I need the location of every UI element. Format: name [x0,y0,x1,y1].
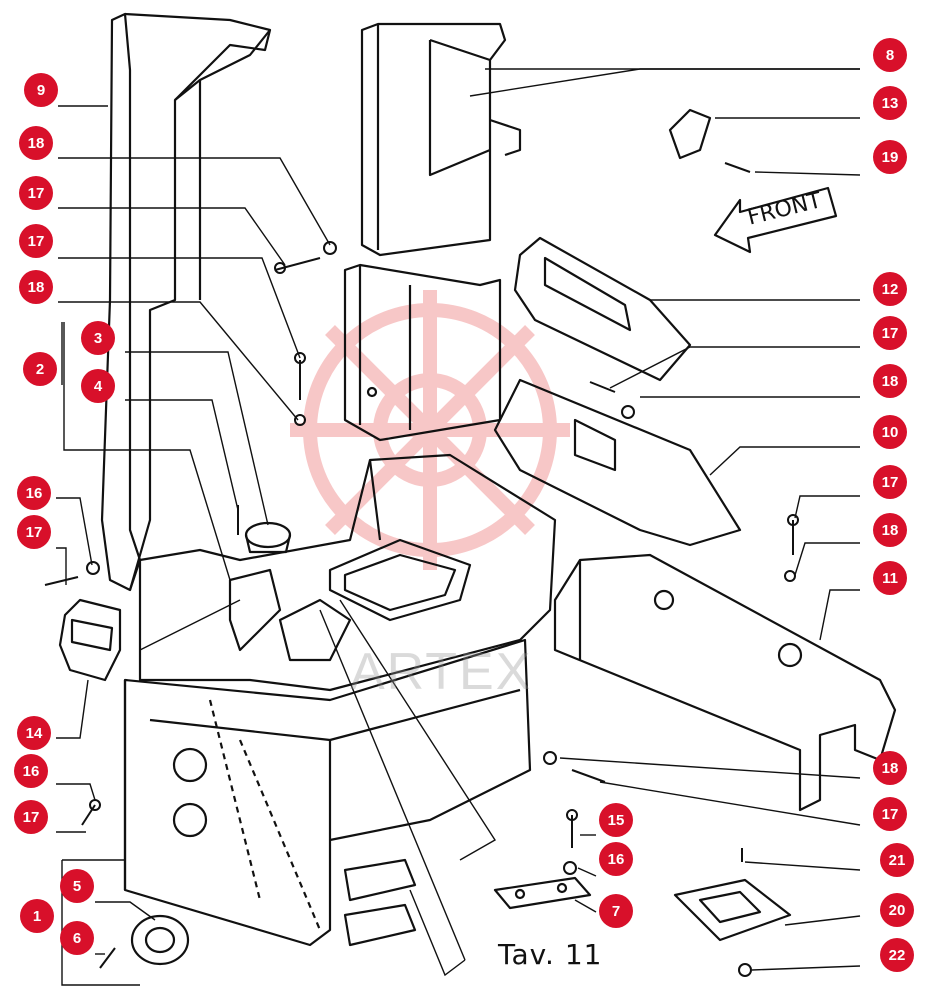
callout-11: 11 [873,561,907,595]
callout-16: 16 [17,476,51,510]
front-arrow [713,186,838,254]
callout-18: 18 [873,513,907,547]
callout-10: 10 [873,415,907,449]
part-20-plate [673,878,792,942]
part-1-tank [123,638,532,947]
callout-9: 9 [24,73,58,107]
watermark-text: ARTEX [350,643,533,701]
screws [44,162,799,977]
part-13-hook [668,108,712,160]
callout-17: 17 [14,800,48,834]
callout-5: 5 [60,869,94,903]
callout-18: 18 [873,364,907,398]
callout-8: 8 [873,38,907,72]
callout-7: 7 [599,894,633,928]
callout-17: 17 [19,176,53,210]
part-12-handle-top [513,236,692,382]
callout-17: 17 [19,224,53,258]
part-5-knob [130,914,190,966]
watermark-gear [290,290,570,570]
callout-16: 16 [599,842,633,876]
part-14-socket [58,598,122,682]
callout-13: 13 [873,86,907,120]
callout-22: 22 [880,938,914,972]
callout-18: 18 [873,751,907,785]
callout-3: 3 [81,321,115,355]
plate-caption: Tav. 11 [498,938,603,971]
part-2-main-body [138,453,557,692]
callout-17: 17 [873,316,907,350]
part-9-left-column [100,12,272,592]
callout-19: 19 [873,140,907,174]
part-8-upper-column [360,22,522,257]
callout-18: 18 [19,126,53,160]
callout-1: 1 [20,899,54,933]
callout-20: 20 [880,893,914,927]
part-10-handle-base [493,378,742,547]
callout-17: 17 [873,465,907,499]
part-7-plate [493,876,592,910]
leader-lines [56,68,861,986]
callout-18: 18 [19,270,53,304]
callout-14: 14 [17,716,51,750]
part-11-right-cover [553,553,897,812]
callout-2: 2 [23,352,57,386]
callout-4: 4 [81,369,115,403]
callout-16: 16 [14,754,48,788]
callout-15: 15 [599,803,633,837]
callout-12: 12 [873,272,907,306]
callout-6: 6 [60,921,94,955]
callout-21: 21 [880,843,914,877]
callout-17: 17 [17,515,51,549]
hoses [343,858,417,947]
callout-17: 17 [873,797,907,831]
part-4-knob [244,521,292,554]
